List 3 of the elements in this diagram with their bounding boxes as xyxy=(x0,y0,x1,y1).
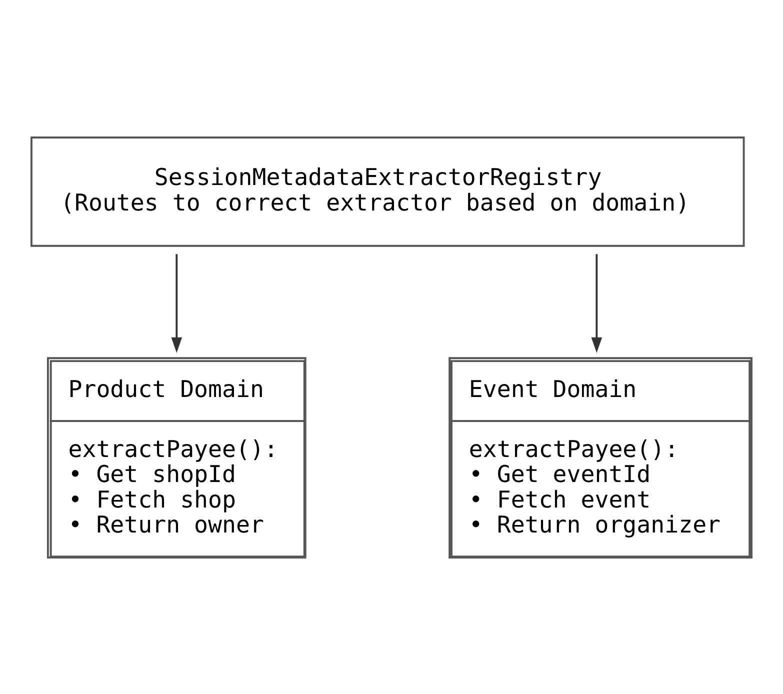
node-box: SessionMetadataExtractorRegistry (Routes to correct extractor based on domain) xyxy=(30,136,745,246)
arrow xyxy=(171,254,182,352)
arrow xyxy=(591,254,602,352)
